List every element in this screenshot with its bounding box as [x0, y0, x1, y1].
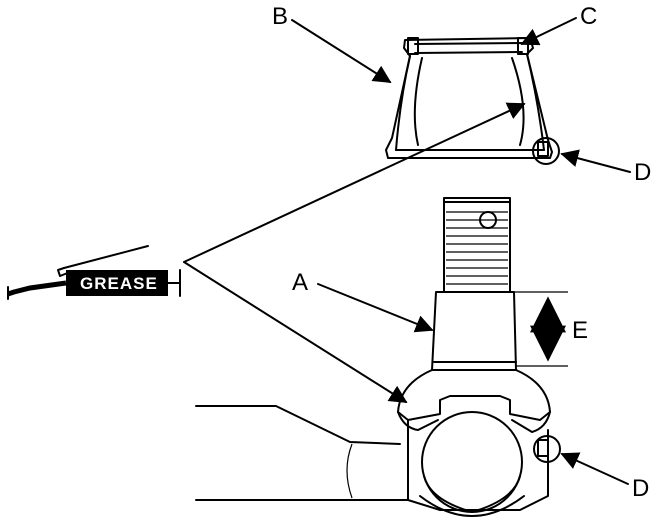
dimension-e [514, 291, 568, 367]
taper-shank [431, 291, 517, 371]
leader-b [291, 19, 392, 83]
grease-gun: GREASE [7, 245, 181, 300]
ball-joint [195, 197, 561, 517]
stud-threads [446, 211, 508, 285]
leader-d-bottom [560, 452, 629, 485]
ball [421, 411, 523, 513]
grease-leader-bottom [183, 261, 408, 403]
grease-gun-body [66, 270, 168, 296]
leader-d-top [560, 149, 631, 173]
leader-c [520, 17, 577, 46]
boot-lip-detail-circle-lower [533, 435, 561, 463]
label-d-top: D [634, 159, 651, 186]
label-b: B [272, 3, 288, 30]
grease-label: GREASE [80, 274, 158, 293]
label-d-bottom: D [632, 475, 649, 502]
label-e: E [572, 317, 588, 344]
tie-rod-arm-upper [195, 405, 401, 445]
grease-leader-top [183, 102, 526, 263]
boot-lip-detail-circle [532, 137, 560, 165]
label-a: A [292, 269, 308, 296]
leader-a [317, 283, 434, 333]
label-c: C [580, 3, 597, 30]
dust-boot [385, 37, 560, 165]
